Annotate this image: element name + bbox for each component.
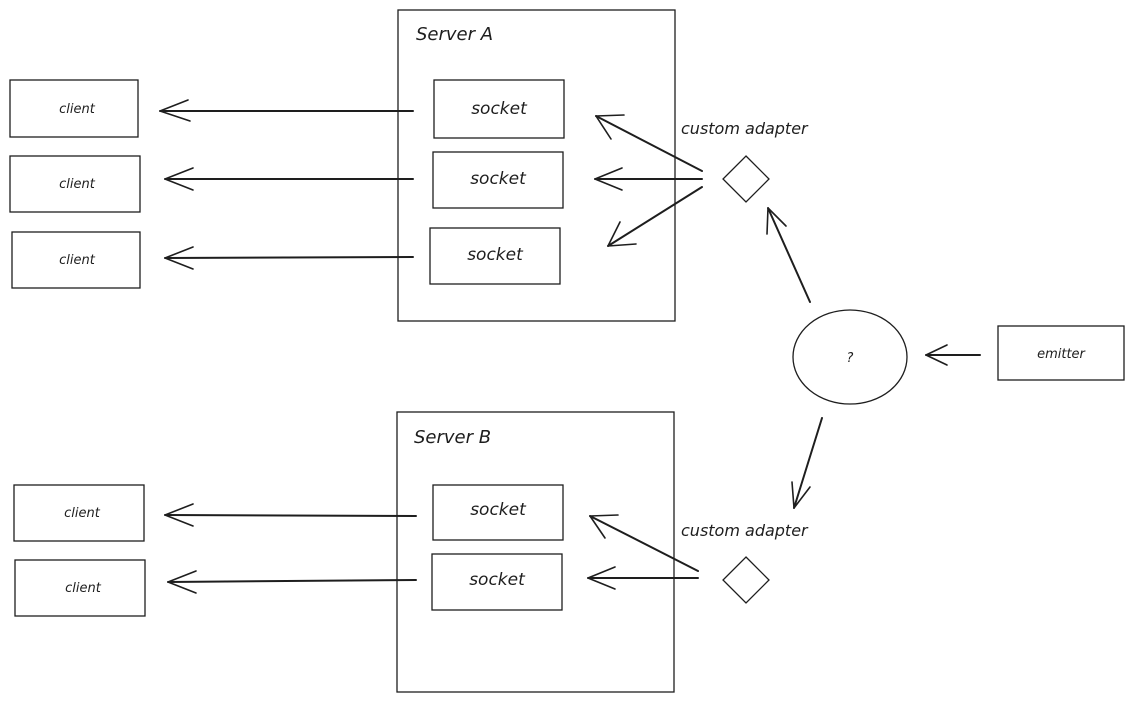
server-b-frame [396,411,675,693]
server-a-socket-1: socket [433,79,565,139]
arrow-adapter-a-to-socket-2 [594,167,703,191]
emitter-box [997,325,1125,381]
server-a-socket-2: socket [432,151,564,209]
arrow-adapter-b-to-socket-2 [587,566,699,590]
hub-label: ? [847,351,854,366]
arrow-adapter-b-to-socket-1 [589,514,699,572]
server-a-client-1: client [9,79,139,138]
server-b-client-2: client [14,559,146,617]
arrow-socket-to-client-a1 [159,99,414,122]
adapter-b-diamond [722,556,770,604]
socket-box [432,484,564,541]
socket-box [432,151,564,209]
hub-circle [792,309,908,405]
socket-box [431,553,563,611]
arrow-hub-to-adapter-a [766,207,811,303]
adapter-a-label: custom adapter [681,119,809,138]
arrow-hub-to-adapter-b [791,417,823,509]
socket-label: socket [469,570,526,590]
client-box [11,231,141,289]
arrow-socket-to-client-a3 [164,246,414,270]
arrow-socket-to-client-a2 [164,167,414,191]
client-box [9,155,141,213]
client-box [14,559,146,617]
adapter-b-label: custom adapter [681,521,809,540]
emitter-label: emitter [1037,347,1086,362]
server-a-title: Server A [416,24,493,45]
server-a: Server A socket socket socket [397,9,676,322]
socket-box [433,79,565,139]
client-label: client [59,102,96,117]
client-label: client [64,506,101,521]
server-a-client-2: client [9,155,141,213]
arrow-adapter-a-to-socket-3 [607,186,703,247]
client-box [9,79,139,138]
server-b-title: Server B [414,427,491,448]
server-a-socket-3: socket [429,227,561,285]
client-box [13,484,145,542]
server-b-socket-2: socket [431,553,563,611]
client-label: client [59,253,96,268]
socket-label: socket [470,500,527,520]
adapter-a: custom adapter [681,119,809,203]
socket-label: socket [467,245,524,265]
client-label: client [65,581,102,596]
adapter-a-diamond [722,155,770,203]
arrow-adapter-a-to-socket-1 [595,114,703,172]
emitter: emitter [997,325,1125,381]
socket-label: socket [471,99,528,119]
server-a-frame [397,9,676,322]
client-label: client [59,177,96,192]
server-b: Server B socket socket [396,411,675,693]
server-b-client-1: client [13,484,145,542]
server-a-client-3: client [11,231,141,289]
server-b-socket-1: socket [432,484,564,541]
adapter-b: custom adapter [681,521,809,604]
socket-label: socket [470,169,527,189]
hub: ? [792,309,908,405]
socket-box [429,227,561,285]
arrow-emitter-to-hub [925,344,981,366]
arrow-socket-to-client-b2 [167,570,417,594]
arrow-socket-to-client-b1 [164,503,417,527]
